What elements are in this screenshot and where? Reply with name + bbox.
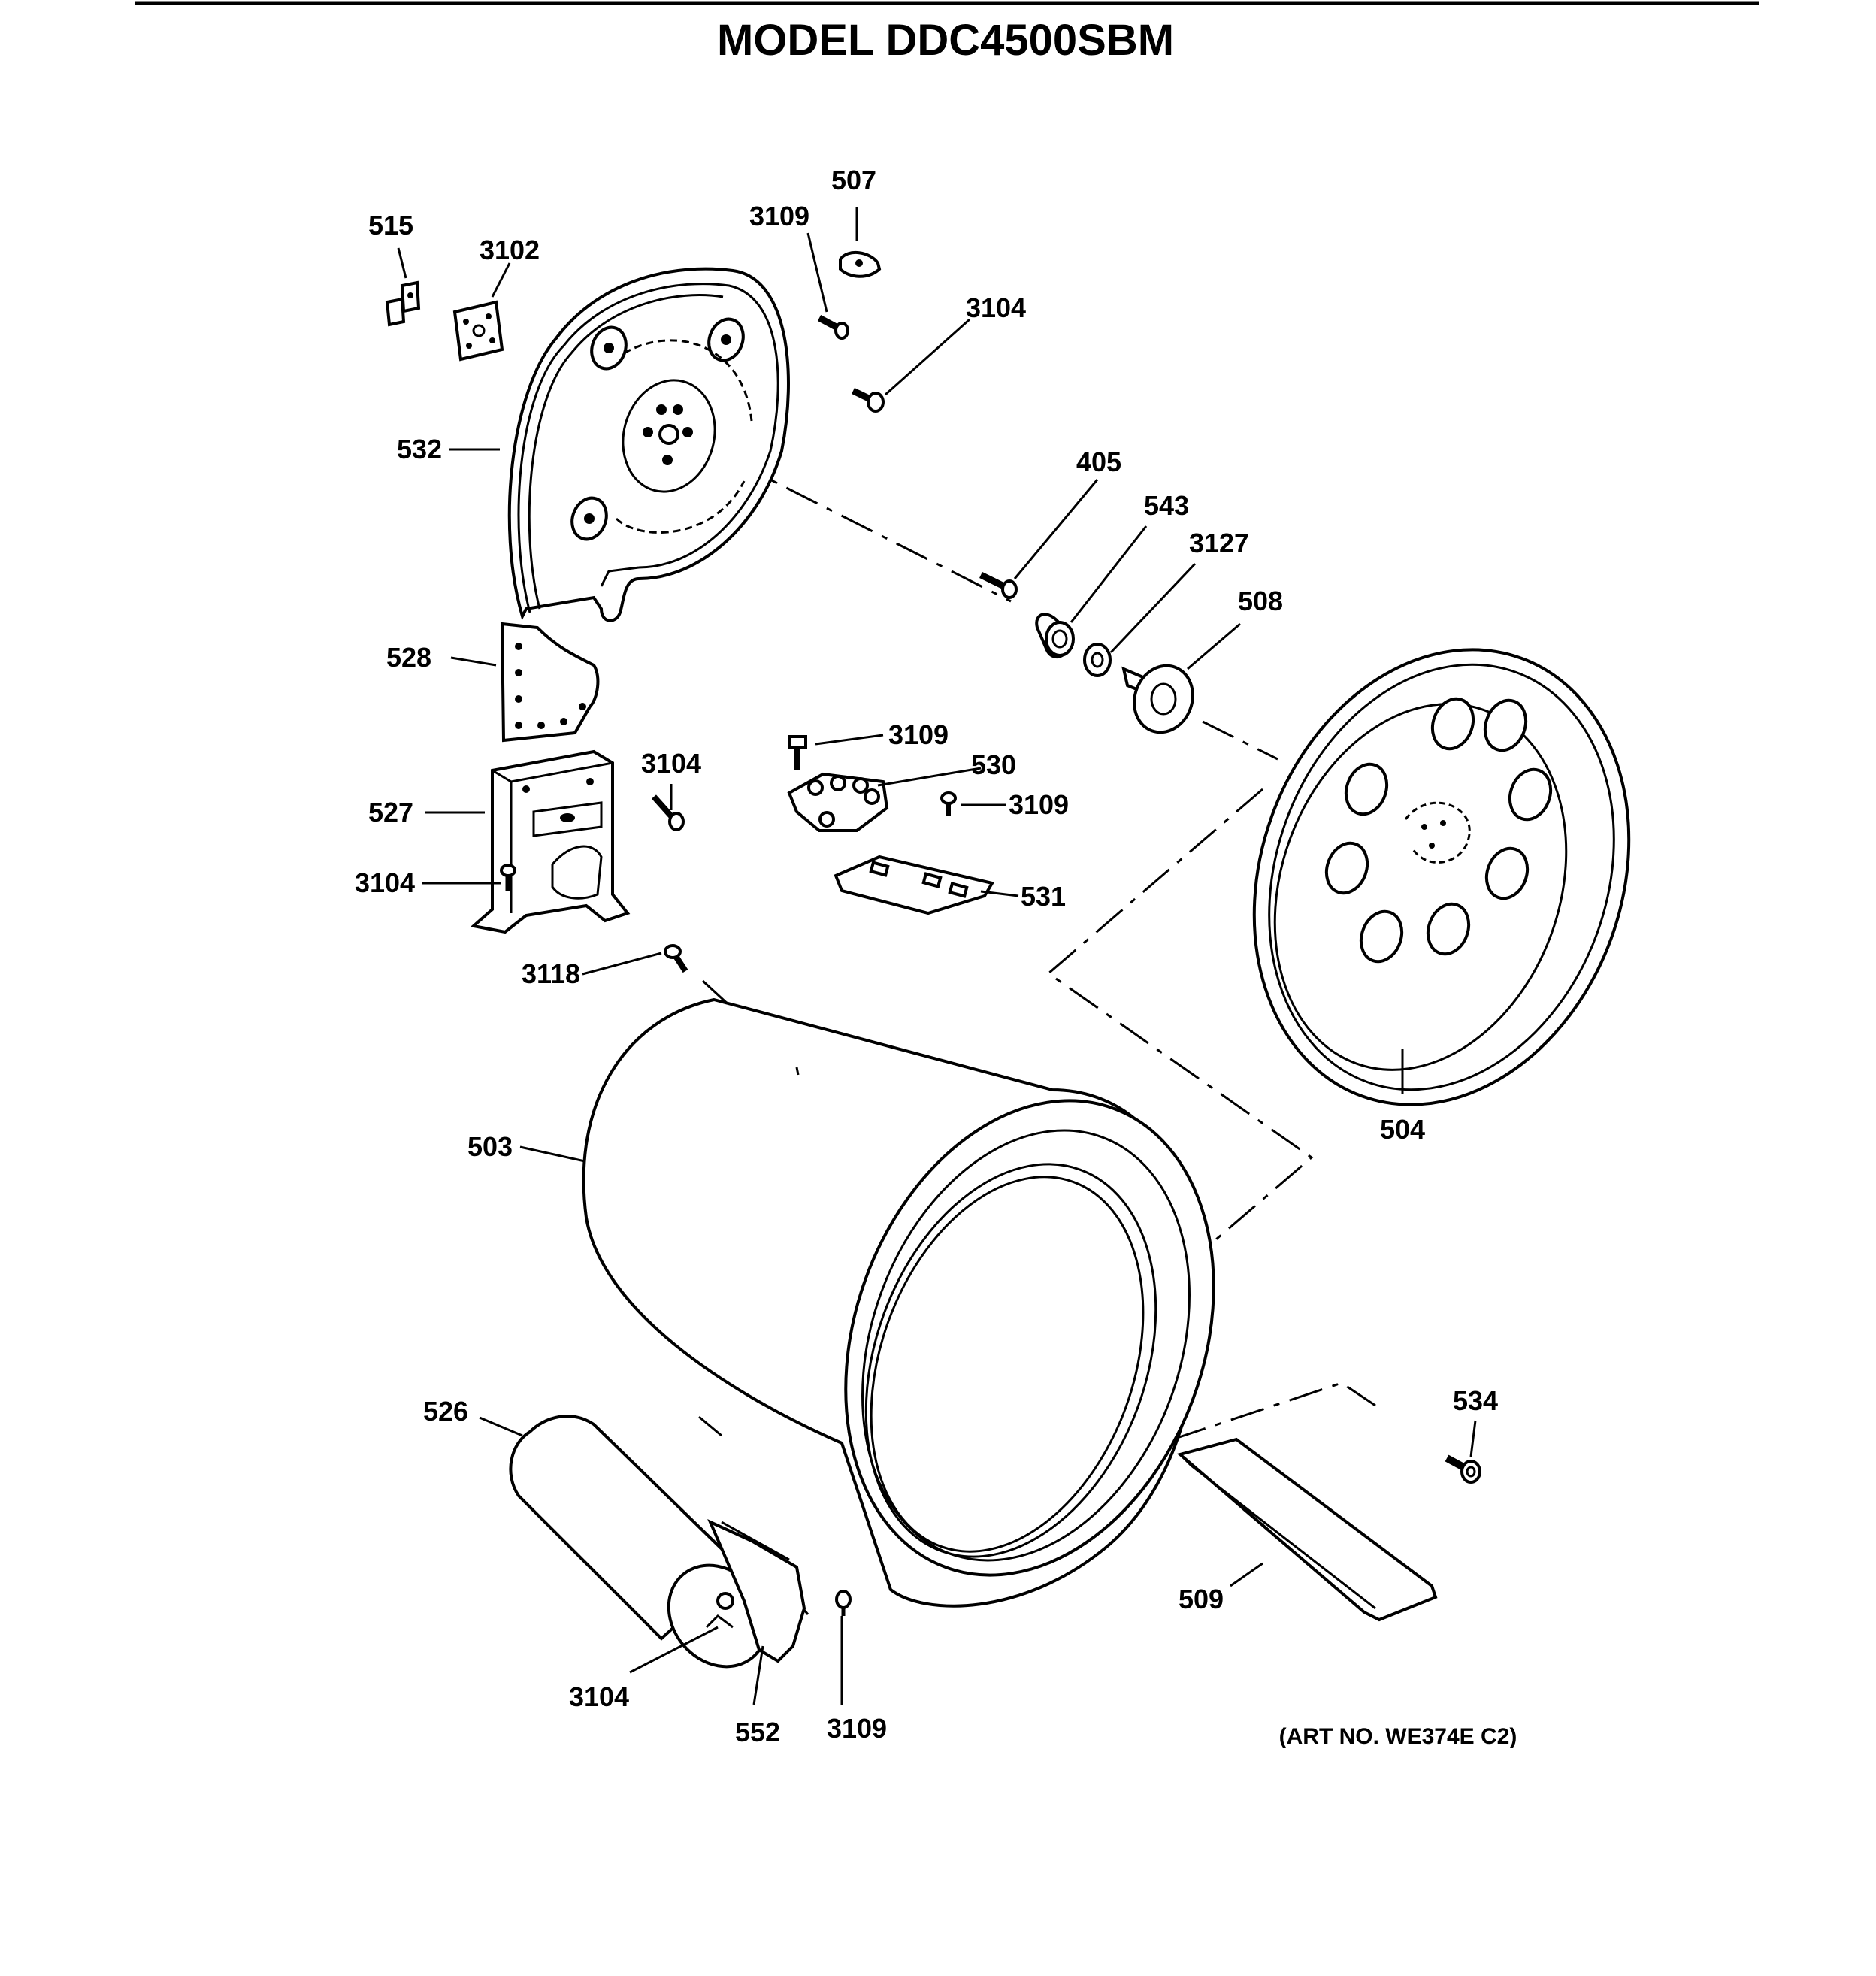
drum-front-504[interactable]	[1192, 597, 1690, 1158]
label-527: 527	[368, 797, 413, 828]
clip-515[interactable]	[385, 280, 421, 327]
plate-3102[interactable]	[452, 300, 504, 362]
label-3109-right: 3109	[1009, 789, 1069, 820]
label-531: 531	[1021, 881, 1066, 912]
shaft-508[interactable]	[1121, 658, 1202, 741]
label-3109-top: 3109	[749, 201, 809, 231]
label-3109-bolt: 3109	[888, 719, 949, 750]
label-552: 552	[735, 1717, 780, 1748]
label-515: 515	[368, 210, 413, 241]
screw-3109-bottom[interactable]	[835, 1590, 852, 1616]
label-3118: 3118	[522, 958, 580, 989]
label-3127: 3127	[1189, 528, 1249, 558]
label-503: 503	[467, 1131, 513, 1162]
screw-3109-top[interactable]	[817, 315, 849, 340]
label-3104-left: 3104	[355, 867, 415, 898]
label-508: 508	[1238, 586, 1283, 616]
label-3104-bottom: 3104	[569, 1681, 629, 1712]
motor-mount-527[interactable]	[470, 749, 631, 934]
label-528: 528	[386, 642, 431, 673]
label-509: 509	[1179, 1584, 1224, 1614]
label-3109-bottom: 3109	[827, 1713, 887, 1744]
label-534: 534	[1453, 1385, 1498, 1416]
screw-3118[interactable]	[664, 944, 688, 973]
label-3104-top: 3104	[966, 292, 1026, 323]
label-3104-mid: 3104	[641, 748, 701, 779]
washer-3127[interactable]	[1083, 643, 1112, 677]
baffle-509[interactable]	[1176, 1437, 1438, 1622]
mounting-plate-531[interactable]	[834, 855, 995, 915]
screw-405[interactable]	[979, 571, 1018, 599]
bolt-3109-switch[interactable]	[788, 735, 807, 770]
label-3102: 3102	[480, 235, 540, 265]
label-543: 543	[1144, 490, 1189, 521]
label-530: 530	[971, 749, 1016, 780]
screw-3109-switch-right[interactable]	[940, 791, 957, 816]
model-title: MODEL DDC4500SBM	[717, 16, 1174, 65]
clip-507[interactable]	[839, 250, 882, 278]
bracket-528[interactable]	[500, 622, 600, 743]
label-405: 405	[1076, 446, 1121, 477]
label-526: 526	[423, 1396, 468, 1427]
switch-530[interactable]	[787, 772, 889, 832]
art-number: (ART NO. WE374E C2)	[1279, 1724, 1517, 1749]
screw-534[interactable]	[1445, 1454, 1481, 1484]
blower-housing-532[interactable]	[507, 267, 790, 622]
label-532: 532	[397, 434, 442, 464]
drum-503[interactable]	[582, 997, 1278, 1627]
screw-3104-top[interactable]	[852, 387, 885, 413]
bushing-543[interactable]	[1035, 613, 1075, 658]
label-504: 504	[1380, 1114, 1425, 1145]
motor-526[interactable]	[509, 1415, 806, 1687]
part-labels: 515 3102 3109 507 3104 532 405 543 3127 …	[355, 165, 1498, 1748]
screw-3104-left[interactable]	[500, 864, 516, 891]
screw-3104-mid[interactable]	[652, 794, 685, 831]
label-507: 507	[831, 165, 876, 195]
leader-lines	[397, 207, 1477, 1705]
